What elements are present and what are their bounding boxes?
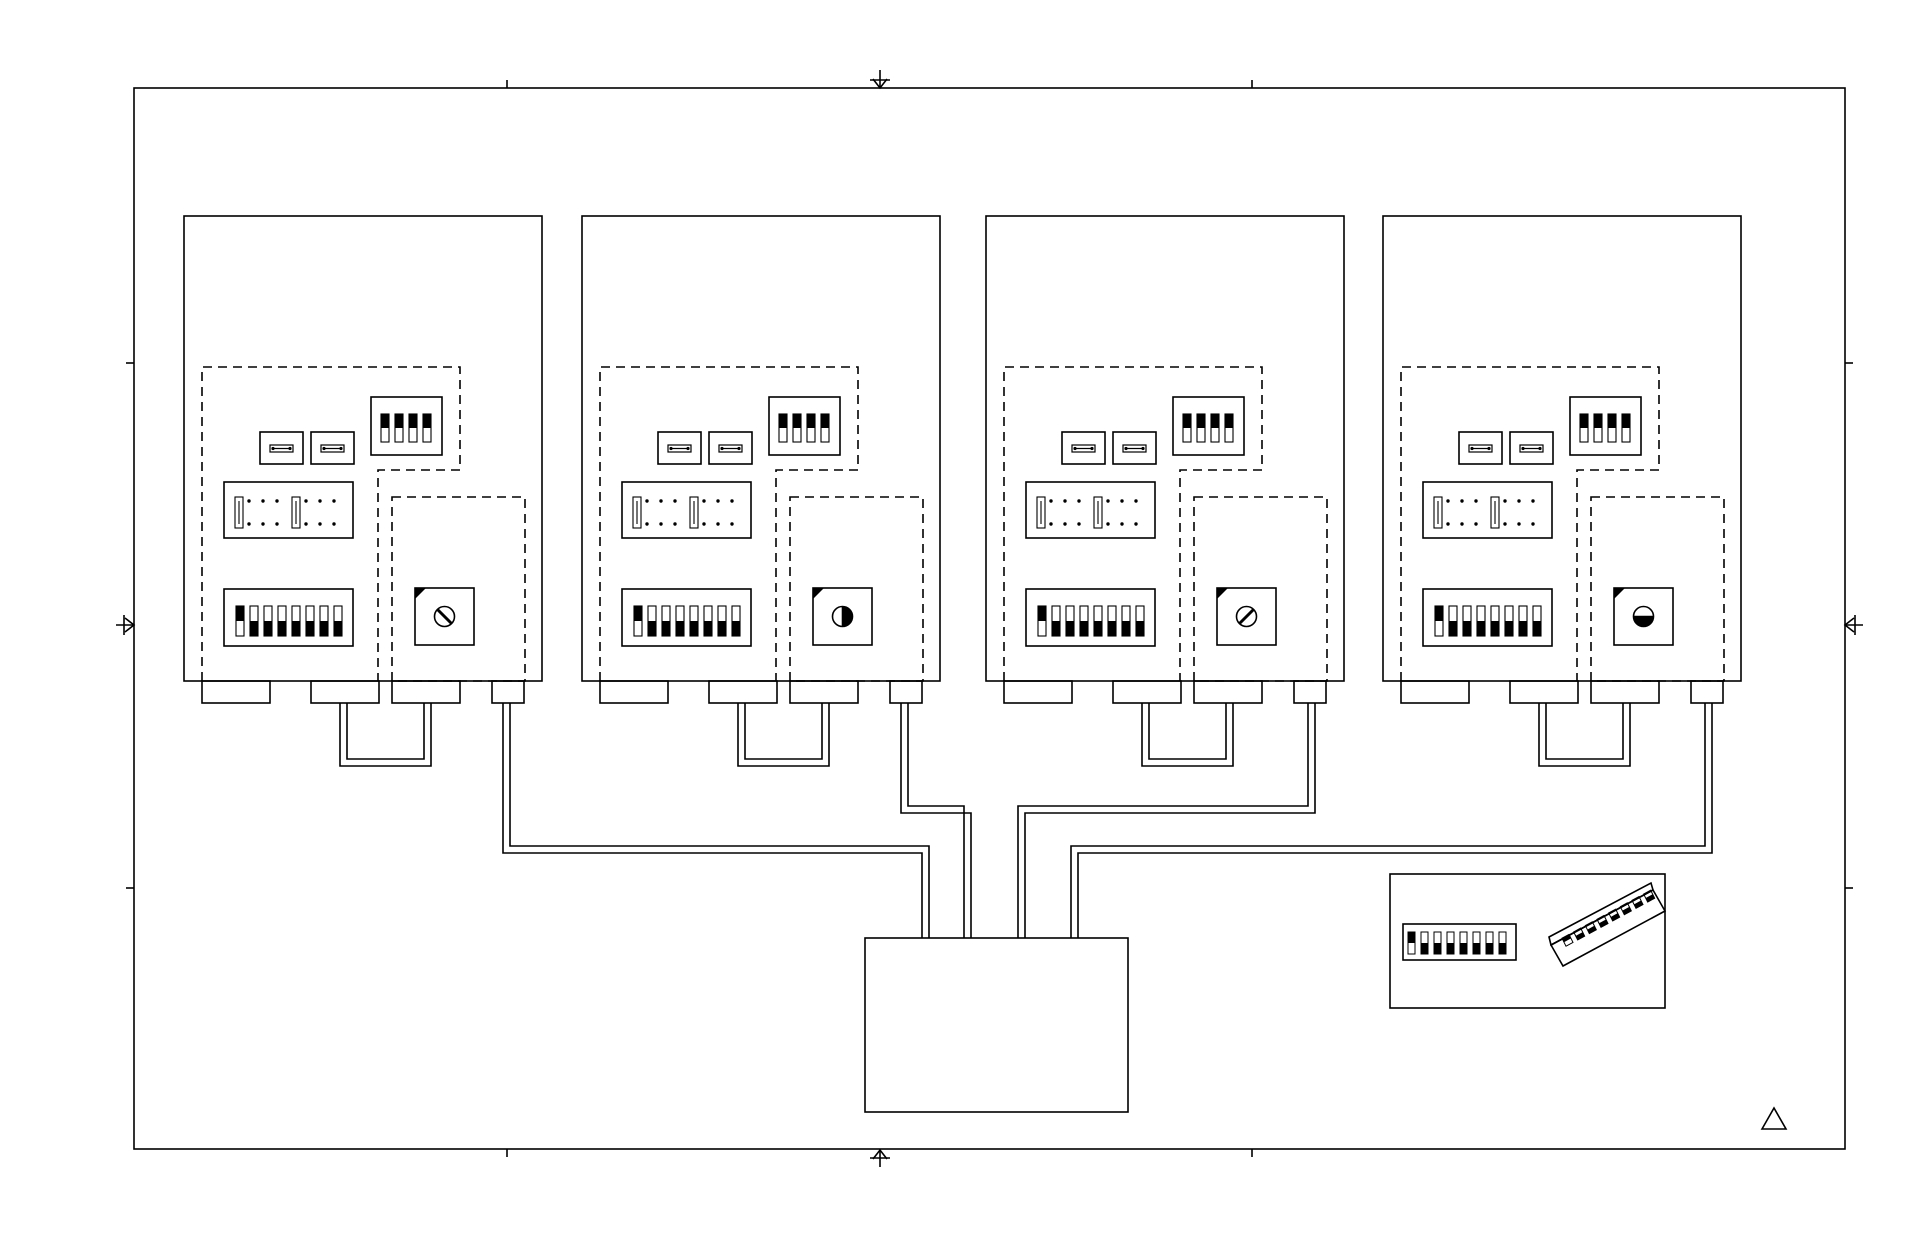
rotary-region-dashed (391, 496, 526, 682)
bottom-connector (708, 680, 778, 704)
board-region-dashed (1400, 366, 1660, 681)
pin-header-icon (1025, 481, 1156, 539)
jumper-icon (1112, 431, 1157, 465)
bottom-connector (201, 680, 271, 704)
unit-2 (581, 215, 941, 767)
rotary-region-dashed (789, 496, 924, 682)
bottom-connector (1293, 680, 1327, 704)
jumper-icon (657, 431, 702, 465)
rotary-switch-icon (1613, 587, 1674, 646)
dip-switch-legend (1389, 873, 1667, 1009)
bottom-connector (491, 680, 525, 704)
loop-cable (1141, 703, 1234, 767)
dip-switch-flat-icon (1402, 923, 1517, 961)
legend-frame (1389, 873, 1666, 1009)
jumper-icon (1061, 431, 1106, 465)
rotary-switch-icon (812, 587, 873, 646)
jumper-icon (1509, 431, 1554, 465)
unit-3 (985, 215, 1345, 767)
bottom-connector (1590, 680, 1660, 704)
bottom-connector (1690, 680, 1724, 704)
bottom-connector (1400, 680, 1470, 704)
bottom-connector (1112, 680, 1182, 704)
unit-4 (1382, 215, 1742, 767)
center-mark-left-icon (116, 615, 136, 635)
units-layer (183, 215, 1742, 767)
unit-1 (183, 215, 543, 767)
bottom-connector (1509, 680, 1579, 704)
dip-switch-4-icon (370, 396, 443, 456)
dip-switch-8-icon (621, 588, 752, 647)
dip-switch-4-icon (768, 396, 841, 456)
dip-switch-8-icon (223, 588, 354, 647)
cables-layer (502, 703, 1713, 938)
cable-unit-1 (502, 703, 930, 938)
bottom-connector (1193, 680, 1263, 704)
rotary-region-dashed (1193, 496, 1328, 682)
rotary-switch-icon (414, 587, 475, 646)
dip-switch-4-icon (1569, 396, 1642, 456)
board-region-dashed (599, 366, 859, 681)
bottom-connector (889, 680, 923, 704)
bottom-connector (391, 680, 461, 704)
cable-unit-3 (1017, 703, 1316, 938)
pin-header-icon (223, 481, 354, 539)
center-mark-top-icon (870, 70, 890, 90)
center-mark-bottom-icon (870, 1148, 890, 1167)
jumper-icon (708, 431, 753, 465)
drawing-frame (126, 80, 1853, 1157)
bottom-connector (310, 680, 380, 704)
cable-unit-2 (900, 703, 972, 938)
board-region-dashed (201, 366, 461, 681)
loop-cable (737, 703, 830, 767)
revision-triangle-icon (1760, 1106, 1788, 1130)
loop-cable (1538, 703, 1631, 767)
jumper-icon (259, 431, 304, 465)
jumper-icon (1458, 431, 1503, 465)
board-region-dashed (1003, 366, 1263, 681)
jumper-icon (310, 431, 355, 465)
rotary-region-dashed (1590, 496, 1725, 682)
bottom-connector (599, 680, 669, 704)
pin-header-icon (621, 481, 752, 539)
dip-switch-8-icon (1422, 588, 1553, 647)
bottom-connector (789, 680, 859, 704)
loop-cable (339, 703, 432, 767)
dip-switch-8-icon (1025, 588, 1156, 647)
dip-switch-isometric-icon (1548, 881, 1667, 968)
central-hub (864, 937, 1129, 1113)
dip-switch-4-icon (1172, 396, 1245, 456)
bottom-connector (1003, 680, 1073, 704)
pin-header-icon (1422, 481, 1553, 539)
cable-unit-4 (1070, 703, 1713, 938)
center-marks (116, 70, 1863, 1167)
center-mark-right-icon (1843, 615, 1863, 635)
rotary-switch-icon (1216, 587, 1277, 646)
